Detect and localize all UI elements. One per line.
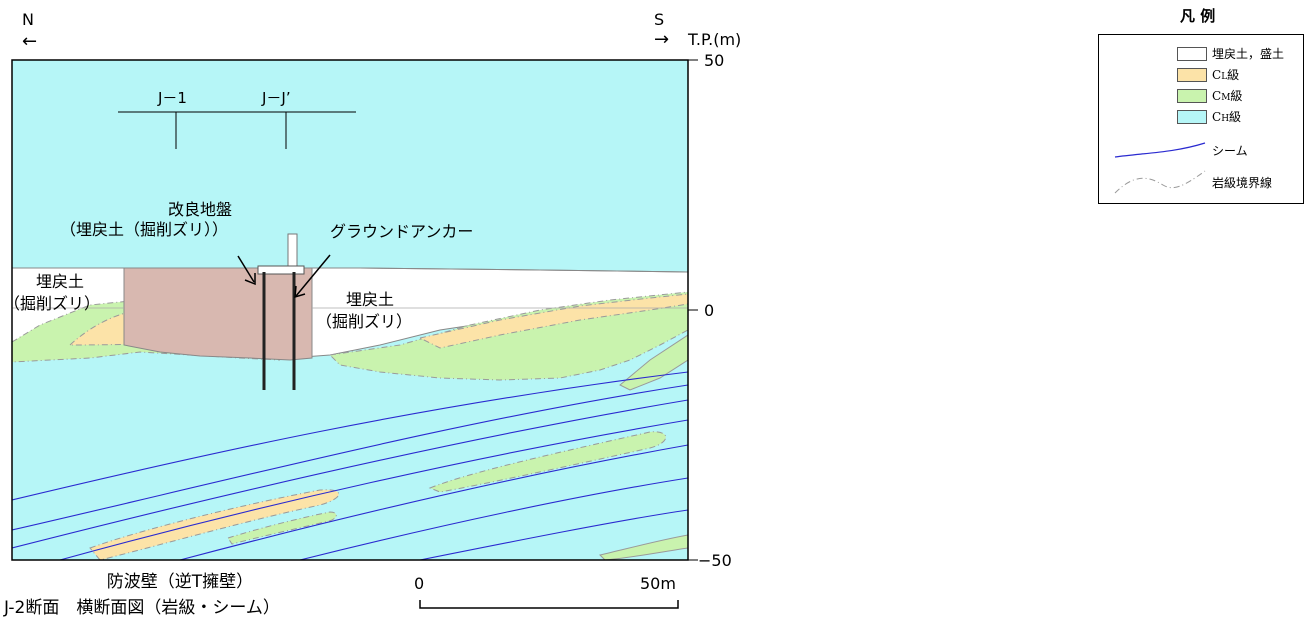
elevation-tick-0: 0	[704, 301, 715, 320]
seawall-footing	[257, 265, 305, 275]
scale-bar	[419, 600, 679, 609]
cl-zone-right	[418, 293, 688, 349]
legend-swatch-ch	[1177, 110, 1207, 124]
legend-swatch-cl	[1177, 68, 1207, 82]
backfill-left-label-2: （掘削ズリ）	[4, 294, 101, 313]
caption-line-2: J-2断面 横断面図（岩級・シーム）	[4, 598, 280, 618]
scale-start-label: 0	[414, 574, 425, 593]
legend: 埋戻土，盛土 CL級 CM級 CH級 シーム 岩級境界線	[1098, 34, 1304, 204]
legend-seam-line	[1114, 142, 1206, 158]
cl-lens-lower-1	[89, 489, 340, 560]
backfill-right-label-1: 埋戻土	[345, 290, 394, 309]
cm-lens-lower-3	[599, 534, 688, 560]
legend-line-symbols	[1114, 142, 1206, 194]
improved-ground-label-1: 改良地盤	[167, 200, 232, 219]
legend-title: 凡 例	[1180, 7, 1216, 25]
elevation-tick-minus50: −50	[698, 551, 732, 570]
legend-label-backfill: 埋戻土，盛土	[1212, 47, 1285, 61]
legend-label-seam: シーム	[1212, 144, 1248, 158]
legend-label-ch: CH級	[1212, 110, 1242, 124]
section-marker-jj: J－J’	[262, 89, 291, 107]
ground-surface	[12, 267, 688, 273]
legend-label-boundary: 岩級境界線	[1212, 176, 1273, 190]
caption-line-1: 防波壁（逆T擁壁）	[106, 572, 254, 592]
south-arrow: →	[654, 29, 670, 50]
elevation-ticks	[688, 59, 698, 561]
legend-label-cm: CM級	[1212, 89, 1243, 103]
north-arrow: ←	[22, 31, 38, 52]
ground-anchor-label: グラウンドアンカー	[330, 222, 474, 241]
north-label: N	[22, 10, 34, 29]
backfill-left-label-1: 埋戻土	[35, 272, 84, 291]
seam-lines	[12, 371, 688, 560]
section-marker-j1: J－1	[158, 89, 187, 107]
legend-swatch-cm	[1177, 89, 1207, 103]
south-label: S	[654, 10, 665, 29]
section-marker-lines	[118, 111, 356, 149]
cm-zone-far-right	[619, 334, 688, 391]
legend-swatch-backfill	[1177, 47, 1207, 61]
improved-ground	[123, 267, 313, 361]
backfill-right-label-2: （掘削ズリ）	[316, 312, 413, 331]
legend-label-cl: CL級	[1212, 68, 1240, 82]
scale-end-label: 50m	[640, 574, 676, 593]
leader-arrows	[237, 254, 331, 299]
improved-ground-label-2: （埋戻土（掘削ズリ））	[60, 220, 229, 239]
cm-lens-lower-1	[428, 431, 667, 493]
elevation-tick-50: 50	[704, 51, 725, 70]
elevation-unit-label: T.P.(m)	[688, 30, 742, 49]
cm-lens-lower-2	[227, 511, 337, 545]
legend-boundary-line	[1114, 170, 1206, 194]
